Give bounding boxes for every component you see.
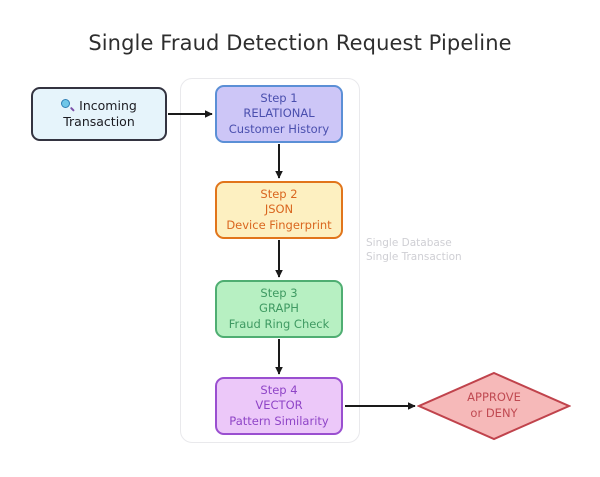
step-1-label: Step 1 [260, 91, 298, 106]
page-title: Single Fraud Detection Request Pipeline [88, 31, 512, 55]
decision-diamond-shape [417, 371, 571, 441]
step-2-model: JSON [264, 202, 294, 217]
node-step-4-vector[interactable]: Step 4 VECTOR Pattern Similarity [215, 377, 343, 435]
step-2-description: Device Fingerprint [226, 217, 332, 232]
step-4-label: Step 4 [260, 383, 298, 398]
incoming-label-line-1: Incoming [79, 97, 137, 113]
pipeline-annotation: Single Database Single Transaction [366, 236, 462, 264]
node-incoming-transaction[interactable]: Incoming Transaction [31, 87, 167, 141]
step-3-description: Fraud Ring Check [228, 316, 330, 331]
step-3-label: Step 3 [260, 286, 298, 301]
step-4-model: VECTOR [255, 398, 303, 413]
step-2-label: Step 2 [260, 187, 298, 202]
step-3-model: GRAPH [259, 301, 299, 316]
node-step-1-relational[interactable]: Step 1 RELATIONAL Customer History [215, 85, 343, 143]
node-step-3-graph[interactable]: Step 3 GRAPH Fraud Ring Check [215, 280, 343, 338]
node-decision-approve-or-deny[interactable]: APPROVE or DENY [417, 371, 571, 441]
annotation-line-1: Single Database [366, 237, 452, 249]
step-1-description: Customer History [228, 121, 330, 136]
node-step-2-json[interactable]: Step 2 JSON Device Fingerprint [215, 181, 343, 239]
incoming-first-row: Incoming [61, 98, 137, 115]
incoming-label-line-2: Transaction [63, 114, 135, 129]
step-4-description: Pattern Similarity [229, 413, 329, 428]
step-1-model: RELATIONAL [243, 106, 315, 121]
magnifier-icon [61, 99, 76, 112]
annotation-line-2: Single Transaction [366, 251, 462, 264]
